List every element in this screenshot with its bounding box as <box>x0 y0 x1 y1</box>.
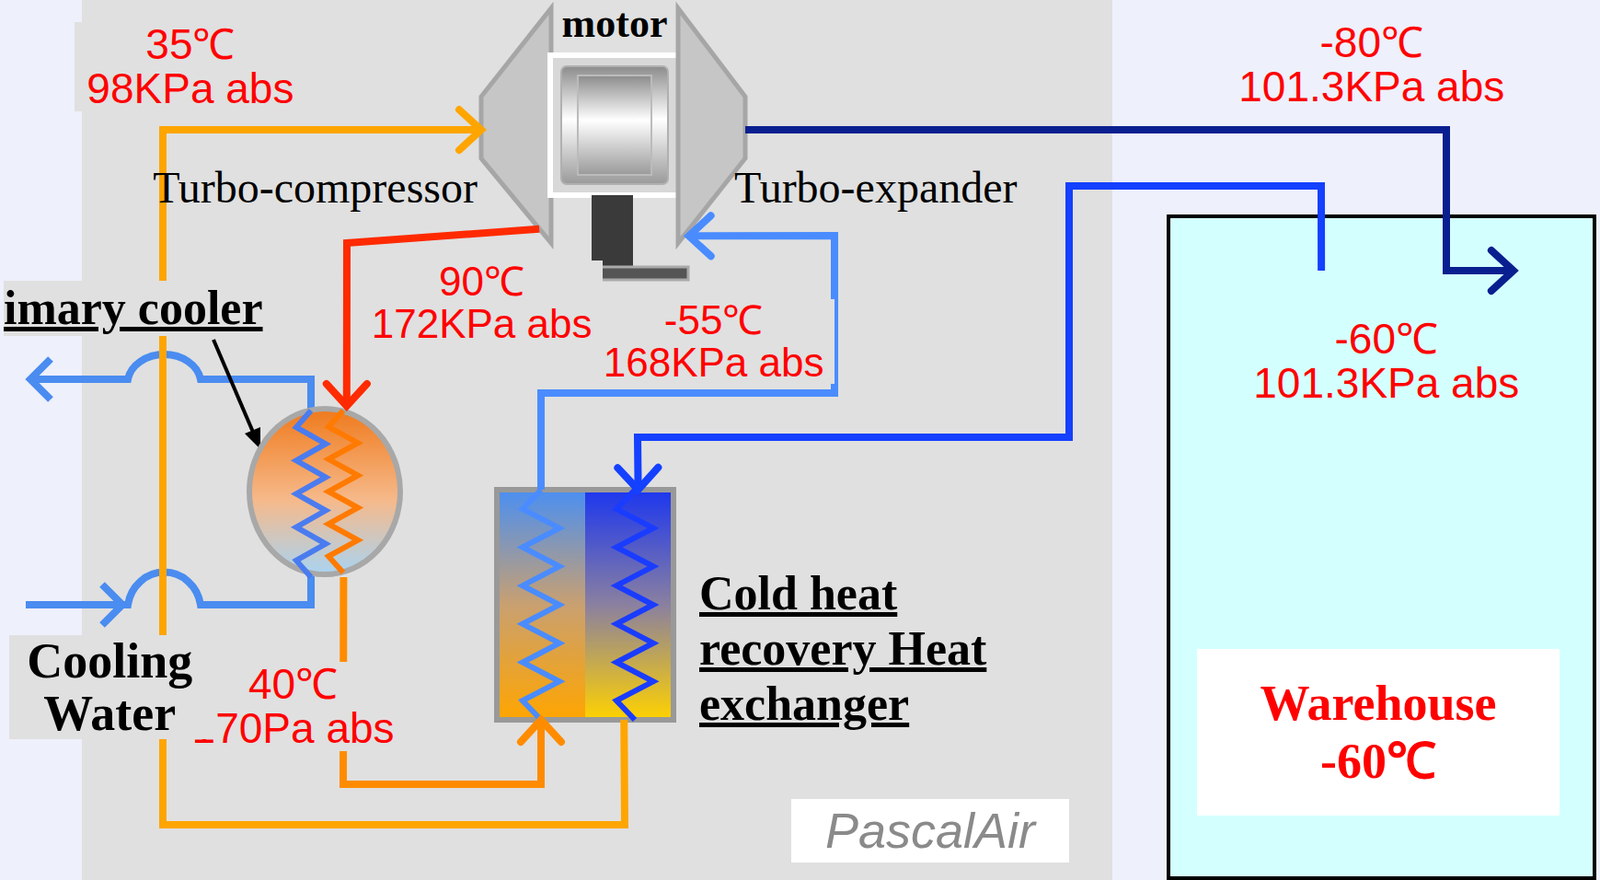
flow-line <box>346 229 540 406</box>
flow-line <box>162 129 625 825</box>
cooling-water-outlet <box>30 354 311 411</box>
state-label: -55℃ 168KPa abs <box>592 299 835 384</box>
flow-arrowhead <box>617 467 658 490</box>
flow-connector <box>745 129 1514 291</box>
turbo-expander: Turbo-expander <box>678 8 746 243</box>
turbo-compressor: Turbo-compressor <box>481 8 552 243</box>
flow-arrowhead <box>326 383 368 406</box>
motor: motor <box>548 0 681 282</box>
primary-cooler-shape <box>246 405 403 577</box>
flow-line <box>745 129 1514 271</box>
compressor-housing <box>481 8 552 243</box>
coil <box>296 410 326 577</box>
motor-frame <box>550 55 680 196</box>
state-label: 40℃ 170Pa abs <box>179 661 407 751</box>
heat-exchanger: Cold heat recovery Heat exchanger <box>496 489 674 720</box>
flow-line <box>541 235 835 490</box>
inlet-arrowhead <box>102 584 123 625</box>
primary-cooler-label: imary cooler <box>3 280 264 336</box>
pipe-label: Cooling Water <box>9 634 211 739</box>
exchanger-left <box>496 489 586 720</box>
turbo-compressor-shape <box>481 8 552 243</box>
flow-arrowhead <box>459 109 482 150</box>
heat-exchanger-label: Cold heat recovery Heat exchanger <box>699 565 1035 731</box>
flow-line <box>343 576 542 784</box>
state-label: -60℃ 101.3KPa abs <box>1243 316 1531 406</box>
flow-connector <box>162 109 625 825</box>
cooler-shell <box>249 408 401 575</box>
warehouse: Warehouse -60℃ <box>1166 214 1597 880</box>
exchanger-border <box>496 489 674 720</box>
motor-core <box>577 75 652 175</box>
motor-label: motor <box>548 1 681 47</box>
coil <box>328 410 358 573</box>
flow-connector <box>326 229 540 406</box>
cooling-water-inlet <box>25 572 311 605</box>
exchanger-right <box>585 489 674 720</box>
motor-stand <box>591 195 634 269</box>
heat-exchanger-shape <box>496 489 674 720</box>
state-label: 90℃ 172KPa abs <box>360 260 603 346</box>
motor-body <box>561 66 668 185</box>
leader-arrowhead <box>244 426 261 449</box>
turbo-compressor-label: Turbo-compressor <box>152 163 478 213</box>
machine-panel <box>81 0 1113 880</box>
flow-arrowhead <box>689 215 712 256</box>
flow-arrowhead <box>1491 250 1514 291</box>
state-label: -80℃ 101.3KPa abs <box>1228 20 1516 110</box>
coil <box>616 489 654 720</box>
turbo-expander-label: Turbo-expander <box>734 163 1018 213</box>
logo-text: PascalAir <box>791 798 1070 863</box>
outlet-arrowhead <box>30 358 51 400</box>
coil <box>522 489 560 720</box>
primary-cooler: imary cooler <box>246 405 403 577</box>
leader-line <box>213 339 255 437</box>
flow-connector <box>617 185 1322 490</box>
flow-line <box>637 185 1322 490</box>
state-label: 35℃ 98KPa abs <box>74 22 307 112</box>
flow-arrowhead <box>520 719 562 742</box>
flow-connector <box>343 576 562 784</box>
warehouse-label: Warehouse -60℃ <box>1197 648 1560 816</box>
flow-connector <box>541 215 835 490</box>
